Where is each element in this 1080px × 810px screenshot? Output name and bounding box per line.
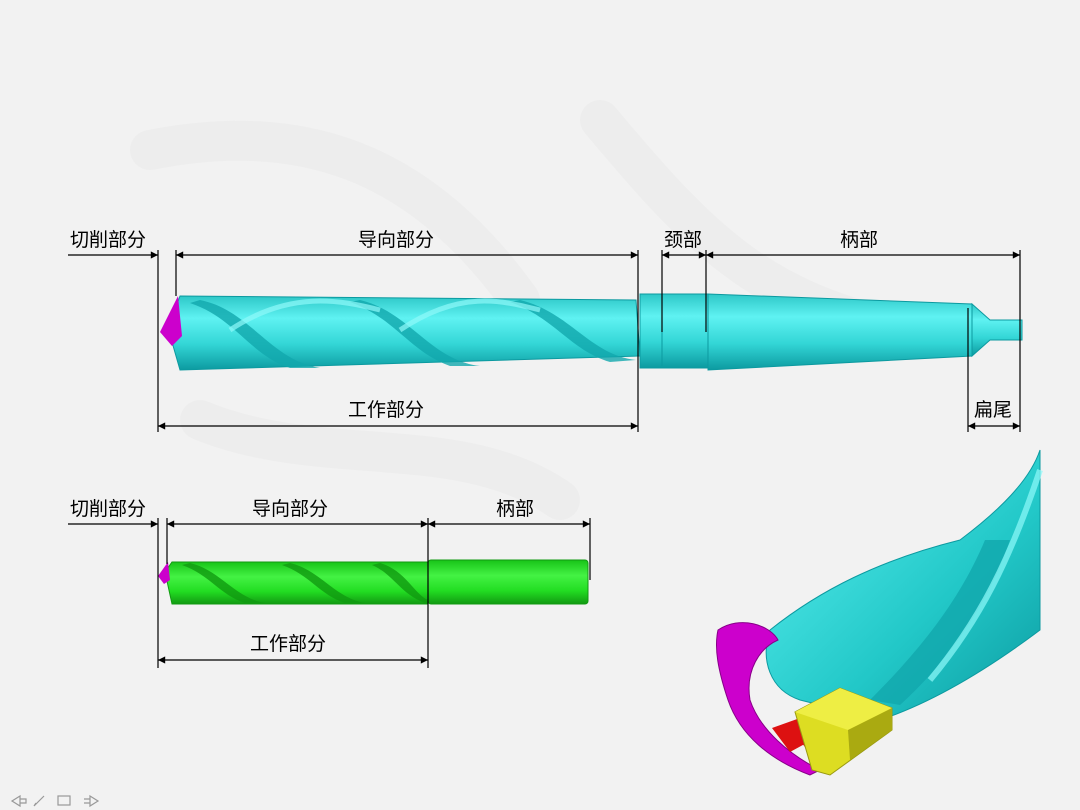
detail-flute [870,540,1010,705]
label-straight-guiding: 导向部分 [252,498,328,520]
labels: 切削部分 导向部分 颈部 柄部 工作部分 扁尾 切削部分 导向部分 柄部 工作部… [70,229,1012,655]
drill-tip-detail [715,449,1043,776]
label-taper-working: 工作部分 [348,399,424,421]
label-taper-cutting: 切削部分 [70,229,146,251]
label-straight-shank: 柄部 [496,498,534,520]
pen-icon[interactable] [33,795,45,807]
flute-highlight [228,298,381,333]
label-straight-cutting: 切削部分 [70,498,146,520]
label-straight-working: 工作部分 [250,633,326,655]
menu-icon[interactable] [57,795,71,806]
flute-highlight [398,298,541,333]
label-taper-tang: 扁尾 [974,399,1012,421]
taper-shank-drill [160,293,1023,371]
straight-dimensions [68,518,591,668]
label-taper-guiding: 导向部分 [358,229,434,251]
detail-flute-highlight [927,469,1043,682]
flute-shadow [282,563,365,603]
taper-neck [639,293,709,369]
detail-cutting-face [715,622,822,776]
flute-shadow [510,300,636,362]
flute-shadow [372,563,428,604]
flute-shadow [190,300,320,368]
prev-icon[interactable] [10,794,27,808]
taper-dimensions [68,250,1021,432]
next-icon[interactable] [84,794,100,808]
detail-insert-yellow-top [795,688,892,730]
flute-shadow [182,563,265,603]
taper-shank [707,293,973,371]
straight-cutting-tip [158,562,170,584]
straight-shank [427,559,589,605]
detail-drill-body [765,449,1041,721]
label-taper-shank: 柄部 [840,229,878,251]
taper-cutting-tip [160,296,182,346]
label-taper-neck: 颈部 [664,229,702,251]
slide-nav[interactable] [10,794,100,808]
straight-shank-drill [158,559,589,605]
flute-shadow [350,300,480,366]
detail-insert-edge [848,708,892,760]
taper-tang [971,302,1023,358]
